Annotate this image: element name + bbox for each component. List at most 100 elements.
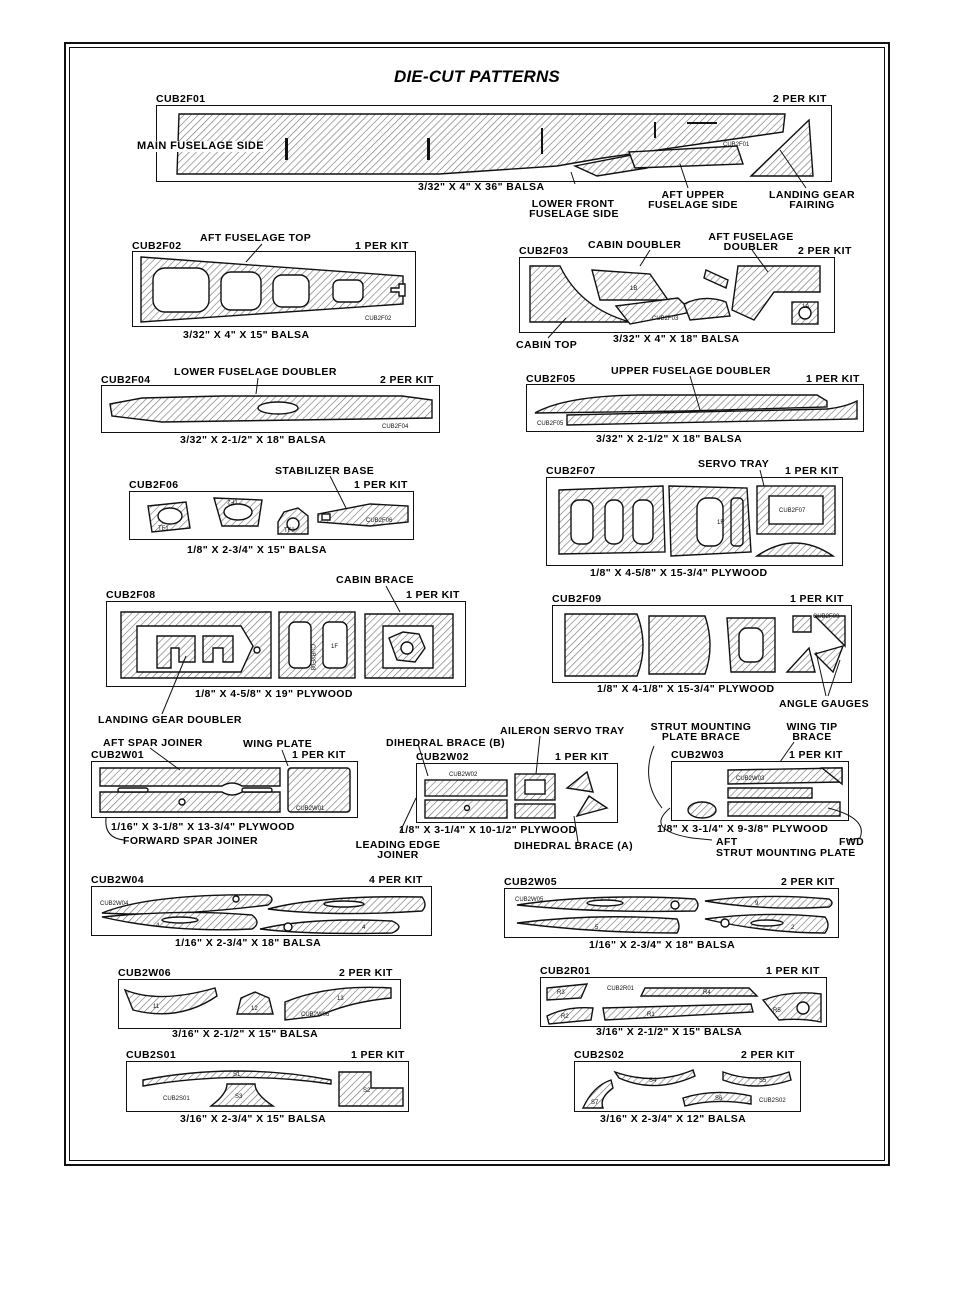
mark-1b: 1B: [630, 286, 637, 292]
label-aft: AFT: [716, 836, 738, 848]
sheet-qty-w01: 1 PER KIT: [292, 749, 346, 761]
sheet-id-s02: CUB2S02: [574, 1049, 625, 1061]
part-r5: [761, 992, 822, 1023]
sheet-qty-r01: 1 PER KIT: [766, 965, 820, 977]
label-leading-edge-2: JOINER: [377, 849, 419, 861]
parts-cub2r01: R3 R2 R4 R1 R5 CUB2R01: [546, 983, 822, 1025]
mark-w05-2: 2: [791, 925, 795, 931]
sheet-qty-f04: 2 PER KIT: [380, 374, 434, 386]
mark-w04-a: 4: [156, 923, 160, 929]
mark-1a: 1A: [802, 304, 809, 310]
mark-s4: S4: [649, 1078, 657, 1084]
mark-s3: S3: [235, 1094, 243, 1100]
mark-s2: S2: [363, 1088, 371, 1094]
sheet-id-f08: CUB2F08: [106, 589, 156, 601]
label-aft-upper-2: FUSELAGE SIDE: [648, 199, 738, 211]
sheet-cub2w02: CUB2W02: [416, 763, 618, 823]
part-s6: [682, 1091, 752, 1107]
part-aft-fuselage-doubler: [731, 265, 821, 321]
stamp-f08: CUB2F08: [309, 644, 315, 671]
parts-cub2s02: S4 S5 S6 S7 CUB2S02: [581, 1069, 792, 1109]
sheet-size-f08: 1/8" X 4-5/8" X 19" PLYWOOD: [195, 688, 353, 700]
mark-s6: S6: [715, 1096, 723, 1102]
sheet-size-s02: 3/16" X 2-3/4" X 12" BALSA: [600, 1113, 747, 1125]
sheet-size-w01: 1/16" X 3-1/8" X 13-3/4" PLYWOOD: [111, 821, 295, 833]
parts-cub2w02: CUB2W02: [424, 770, 609, 819]
mark-r3: R3: [557, 990, 565, 996]
sheet-cub2f08: CUB2F08 1F: [106, 601, 466, 687]
part-angle-gauge-1: [813, 615, 846, 648]
mark-r1: R1: [647, 1012, 655, 1018]
sheet-id-f06: CUB2F06: [129, 479, 179, 491]
stamp-f01: CUB2F01: [723, 142, 750, 148]
label-aileron-servo-tray: AILERON SERVO TRAY: [500, 725, 625, 737]
part-rib-w6-12: [236, 991, 274, 1015]
parts-cub2w06: 11 12 13 CUB2W06: [123, 986, 392, 1021]
sheet-qty-f07: 1 PER KIT: [785, 465, 839, 477]
label-forward-spar-joiner: FORWARD SPAR JOINER: [123, 835, 258, 847]
label-servo-tray: SERVO TRAY: [698, 458, 770, 470]
sheet-size-w06: 3/16" X 2-1/2" X 15" BALSA: [172, 1028, 319, 1040]
sheet-cub2f06: TF1 TF2 TF3 CUB2F06: [129, 491, 414, 540]
mark-tf2: TF2: [227, 498, 238, 504]
part-stabilizer-base: [317, 503, 409, 527]
part-rib-w6-13: [284, 986, 392, 1021]
part-rib-w6-11: [123, 987, 218, 1015]
sheet-qty-w06: 2 PER KIT: [339, 967, 393, 979]
label-landing-gear-1: LANDING GEAR: [769, 189, 855, 201]
sheet-qty-w04: 4 PER KIT: [369, 874, 423, 886]
sheet-qty-f09: 1 PER KIT: [790, 593, 844, 605]
mark-r5: R5: [773, 1008, 781, 1014]
sheet-qty-f08: 1 PER KIT: [406, 589, 460, 601]
mark-r2: R2: [561, 1014, 569, 1020]
mark-tf3: TF3: [284, 528, 295, 534]
part-strut-mounting-plate: [727, 787, 813, 799]
stamp-w02: CUB2W02: [449, 772, 478, 778]
part-r4: [639, 987, 759, 997]
stamp-f02: CUB2F02: [365, 316, 392, 322]
label-aft-fuselage-top: AFT FUSELAGE TOP: [200, 232, 312, 244]
sheet-id-f09: CUB2F09: [552, 593, 602, 605]
label-leading-edge-1: LEADING EDGE: [355, 839, 441, 851]
sheet-size-w05: 1/16" X 2-3/4" X 18" BALSA: [589, 939, 736, 951]
mark-w06-11: 11: [153, 1004, 160, 1010]
sheet-cub2r01: R3 R2 R4 R1 R5 CUB2R01: [540, 977, 827, 1027]
sheet-qty-f01: 2 PER KIT: [773, 93, 827, 105]
part-forward-spar-joiner: [99, 791, 281, 813]
label-strut-mounting-plate: STRUT MOUNTING PLATE: [716, 847, 856, 859]
parts-cub2f03: 1B 1A CUB2F03: [529, 265, 821, 325]
sheet-size-f04: 3/32" X 2-1/2" X 18" BALSA: [180, 434, 327, 446]
label-strut-mounting-brace-2: PLATE BRACE: [661, 731, 741, 743]
label-stabilizer-base: STABILIZER BASE: [275, 465, 375, 477]
stamp-f04: CUB2F04: [382, 424, 409, 430]
parts-cub2f05: CUB2F05: [534, 394, 858, 427]
sheet-size-w04: 1/16" X 2-3/4" X 18" BALSA: [175, 937, 322, 949]
part-rib-w5-9: [704, 895, 833, 909]
part-rib-w5-5: [516, 916, 680, 934]
sheet-id-w02: CUB2W02: [416, 751, 469, 763]
label-fwd: FWD: [839, 836, 865, 848]
sheet-qty-s02: 2 PER KIT: [741, 1049, 795, 1061]
parts-cub2f07: 1F CUB2F07: [558, 485, 836, 557]
mark-w05-5: 5: [595, 925, 599, 931]
sheet-size-f07: 1/8" X 4-5/8" X 15-3/4" PLYWOOD: [590, 567, 768, 579]
stamp-s01: CUB2S01: [163, 1096, 190, 1102]
mark-s1: S1: [233, 1072, 241, 1078]
sheet-id-w01: CUB2W01: [91, 749, 144, 761]
part-r3: [546, 983, 589, 1001]
part-aft-upper-fuselage-side: [628, 145, 744, 169]
part-angle-gauge-3: [813, 644, 845, 674]
sheet-cub2w03: CUB2W03: [671, 761, 849, 821]
label-aft-fuselage-doubler-1: AFT FUSELAGE: [708, 231, 794, 243]
label-cabin-top: CABIN TOP: [516, 339, 578, 351]
sheet-cub2w01: CUB2W01: [91, 761, 358, 818]
label-lower-fuselage-doubler: LOWER FUSELAGE DOUBLER: [174, 366, 337, 378]
label-cabin-doubler: CABIN DOUBLER: [588, 239, 682, 251]
parts-cub2f09: CUB2F09: [564, 613, 846, 677]
sheet-cub2f07: 1F CUB2F07: [546, 477, 843, 566]
sheet-cub2w04: CUB2W04 4 4: [91, 886, 432, 936]
sheet-id-w04: CUB2W04: [91, 874, 144, 886]
label-aft-spar-joiner: AFT SPAR JOINER: [103, 737, 203, 749]
label-wing-tip-brace-1: WING TIP: [786, 721, 838, 733]
